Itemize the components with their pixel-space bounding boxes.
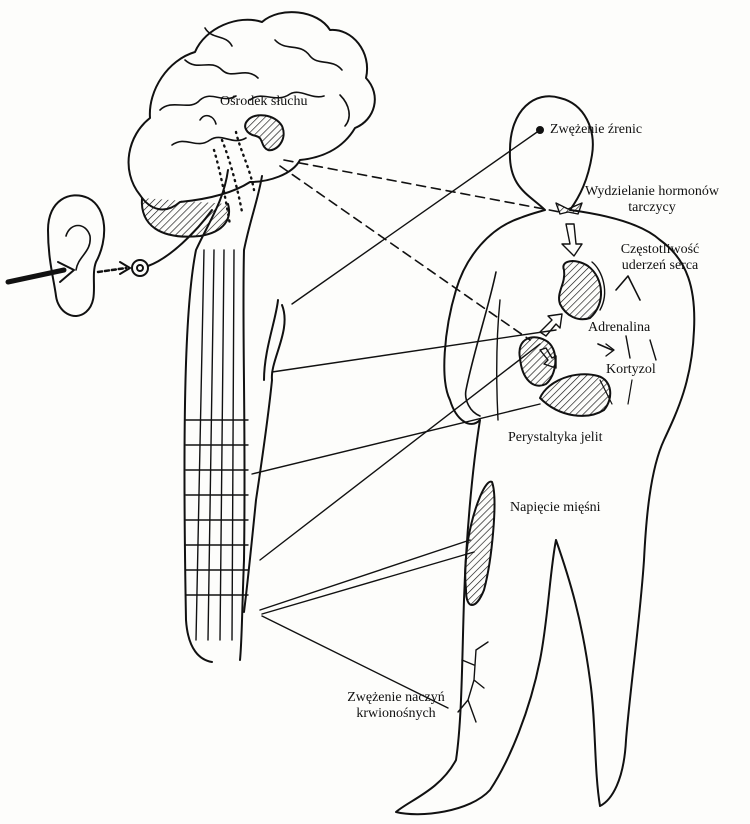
adrenal-kidney (519, 337, 555, 385)
cerebellum (142, 198, 229, 237)
label-heart-line2: uderzeń serca (610, 258, 710, 274)
label-muscle-tension: Napięcie mięśni (510, 500, 601, 516)
label-hearing-center: Ośrodek słuchu (220, 94, 308, 110)
label-heart-rate: Częstotliwość uderzeń serca (610, 242, 710, 274)
label-vessel-constriction: Zwężenie naczyń krwionośnych (334, 690, 458, 722)
label-cortisol: Kortyzol (606, 362, 656, 378)
label-vessel-line2: krwionośnych (334, 706, 458, 722)
label-vessel-line1: Zwężenie naczyń (334, 690, 458, 706)
sympathetic-chain (244, 305, 285, 612)
label-thyroid-hormones: Wydzielanie hormonów tarczycy (572, 184, 732, 216)
label-thyroid-line2: tarczycy (572, 200, 732, 216)
label-thyroid-line1: Wydzielanie hormonów (572, 184, 732, 200)
label-pupil-constriction: Zwężenie źrenic (550, 122, 642, 138)
brain-outline (129, 12, 375, 209)
ear (48, 195, 104, 316)
label-adrenaline: Adrenalina (588, 320, 650, 336)
label-heart-line1: Częstotliwość (610, 242, 710, 258)
label-peristalsis: Perystaltyka jelit (508, 430, 602, 446)
hearing-center-region (245, 115, 283, 150)
heart-lungs (559, 261, 601, 319)
